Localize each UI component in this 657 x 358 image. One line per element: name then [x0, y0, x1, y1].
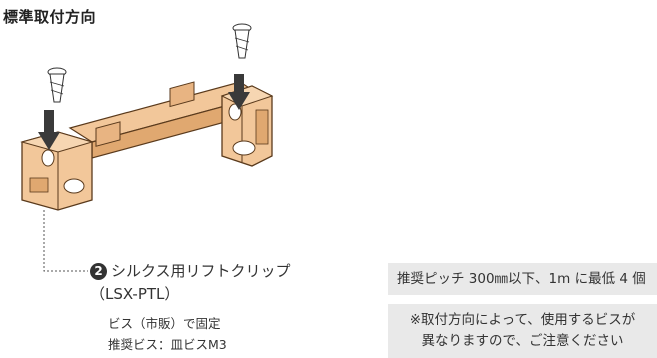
screw-icon-left — [47, 67, 67, 103]
screw-hole-left — [41, 149, 55, 167]
fixing-note-2: 推奨ビス：皿ビスM3 — [108, 337, 227, 352]
down-arrow-icon-right — [228, 74, 250, 110]
warning-line-2: 異なりますので、ご注意ください — [421, 333, 624, 349]
lift-clip-illustration — [20, 23, 274, 272]
product-name: シルクス用リフトクリップ — [111, 262, 291, 280]
down-arrow-icon-left — [38, 110, 60, 150]
warning-line-1: ※取付方向によって、使用するビスが — [409, 312, 636, 328]
pitch-info-box: 推奨ピッチ 300㎜以下、1m に最低 4 個 — [388, 263, 657, 295]
product-model: （LSX-PTL） — [90, 285, 180, 303]
fixing-note-1: ビス（市販）で固定 — [108, 316, 221, 331]
callout-number-badge: 2 — [90, 263, 107, 280]
fixing-notes: ビス（市販）で固定 推奨ビス：皿ビスM3 — [108, 313, 227, 355]
page-title: 標準取付方向 — [3, 8, 97, 26]
callout-leader-line — [43, 210, 88, 272]
clip-tab-left — [95, 121, 121, 147]
warning-box: ※取付方向によって、使用するビスが 異なりますので、ご注意ください — [388, 304, 657, 358]
screw-icon-right — [232, 23, 252, 59]
clip-tab-right — [169, 81, 195, 108]
